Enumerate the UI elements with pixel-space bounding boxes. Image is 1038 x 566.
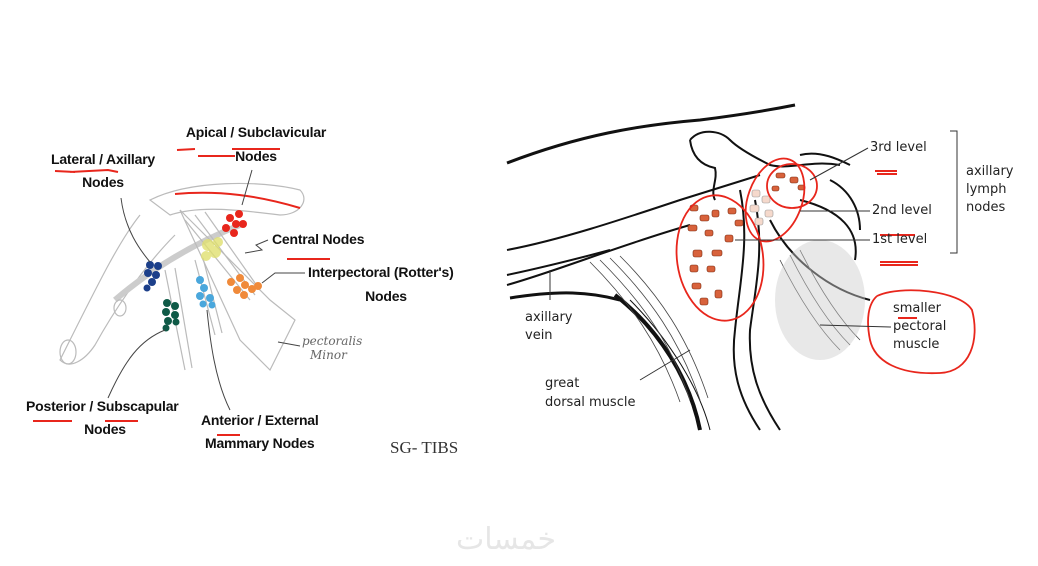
level2-label: 2nd level [872, 203, 932, 218]
interpectoral-label: Interpectoral (Rotter's) [308, 264, 454, 280]
watermark-logo: خمسات [456, 522, 557, 557]
group-label-line2: lymph [966, 182, 1007, 197]
left-leader-lines [107, 169, 305, 411]
level3-label: 3rd level [870, 140, 927, 155]
left-node-clusters [143, 210, 262, 332]
apical-label: Apical / Subclavicular [185, 124, 327, 140]
group-label-line3: nodes [966, 200, 1006, 215]
posterior-label: Posterior / Subscapular [26, 398, 179, 414]
level-2-nodes-pale [749, 189, 774, 226]
apical-nodes [222, 210, 247, 237]
red-underlines-left [33, 148, 918, 436]
credit-label: SG- TIBS [390, 438, 459, 457]
vein-label-line2: vein [525, 328, 553, 343]
apical-label-line2: Nodes [235, 148, 277, 164]
lateral-label: Lateral / Axillary [50, 151, 156, 167]
pectoral-label-line3: muscle [893, 337, 940, 352]
vein-label: axillary [525, 310, 573, 325]
left-anatomy-sketch [59, 182, 305, 372]
central-label: Central Nodes [272, 231, 365, 247]
level1-label: 1st level [872, 232, 928, 247]
interpectoral-label-line2: Nodes [365, 288, 407, 304]
anterior-nodes [196, 276, 216, 309]
right-leader-lines [549, 130, 958, 381]
group-label: axillary [966, 164, 1014, 179]
anterior-label-line2: Mammary Nodes [205, 435, 315, 451]
pectoral-shading [775, 240, 865, 360]
anterior-label: Anterior / External [201, 412, 319, 428]
posterior-nodes [162, 299, 180, 332]
pectoralis-label: pectoralis [302, 334, 363, 348]
dorsal-label-line2: dorsal muscle [545, 395, 636, 410]
pectoralis-label-line2: Minor [310, 348, 347, 362]
muscle-striations [589, 249, 861, 403]
right-lymph-nodes [687, 172, 806, 306]
lateral-label-line2: Nodes [82, 174, 124, 190]
dorsal-label: great [545, 376, 580, 391]
lateral-nodes [143, 261, 162, 292]
pectoral-label: smaller [893, 301, 941, 316]
pectoral-label-line2: pectoral [893, 319, 947, 334]
posterior-label-line2: Nodes [84, 421, 126, 437]
red-circles-right [675, 157, 976, 375]
central-nodes [201, 237, 223, 261]
interpectoral-nodes [227, 274, 262, 299]
